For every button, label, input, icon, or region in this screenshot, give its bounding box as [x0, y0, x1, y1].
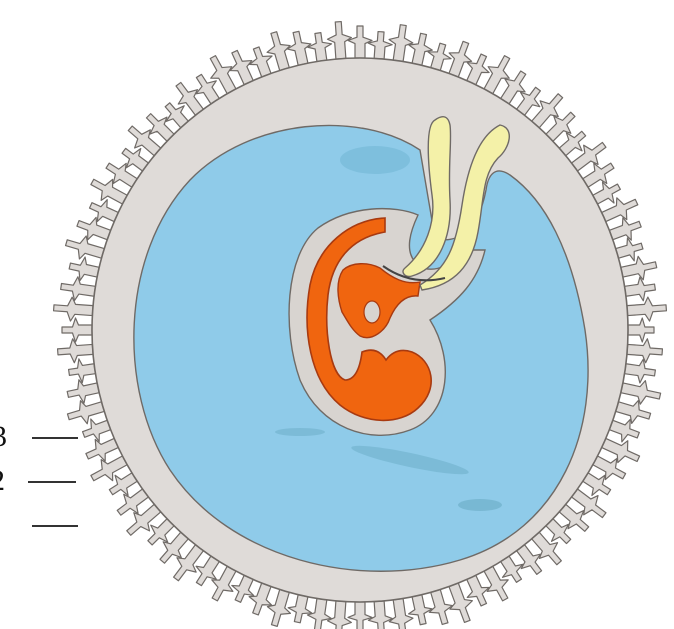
chorionic-villus	[327, 601, 351, 629]
chorionic-villus	[409, 33, 432, 65]
chorionic-villus	[602, 198, 638, 222]
label-middle: 2	[0, 466, 5, 496]
chorionic-villus	[409, 595, 432, 625]
chorionic-villus	[616, 400, 651, 423]
label-upper: 3	[0, 422, 7, 452]
chorionic-villus	[449, 583, 472, 622]
chorionic-villus	[583, 163, 614, 187]
chorionic-villus	[517, 545, 542, 575]
chorionic-villus	[90, 200, 119, 222]
chorionic-villus	[267, 32, 290, 71]
chorionic-villus	[368, 601, 392, 629]
chorionic-villus	[348, 602, 372, 629]
chorionic-villus	[429, 590, 452, 625]
chorionic-villus	[484, 56, 510, 94]
chorionic-villus	[66, 236, 105, 259]
chorionic-villus	[389, 25, 413, 62]
chorionic-villus	[212, 566, 236, 601]
chorionic-villus	[86, 438, 118, 461]
chorionic-villus	[91, 456, 127, 481]
chorionic-villus	[449, 41, 472, 77]
chorionic-villus	[628, 318, 654, 342]
chorionic-villus	[621, 381, 661, 404]
chorionic-villus	[368, 32, 392, 60]
chorionic-villus	[602, 438, 640, 462]
chorionic-villus	[348, 26, 372, 58]
chorionic-villus	[210, 56, 236, 94]
chorionic-villus	[625, 277, 656, 301]
chorionic-villus	[67, 380, 99, 403]
chorionic-villus	[54, 297, 93, 321]
chorionic-villus	[287, 31, 310, 65]
chorionic-villus	[77, 217, 111, 239]
chorionic-villus	[428, 43, 451, 70]
chorionic-villus	[484, 566, 508, 601]
chorionic-villus	[308, 33, 332, 62]
chorionic-villus	[117, 489, 148, 515]
chorionic-villus	[69, 359, 96, 383]
chorionic-villus	[625, 359, 656, 383]
embryo-inner-cavity	[364, 301, 380, 323]
chorionic-villus	[621, 256, 657, 279]
chorionic-villus	[467, 54, 489, 85]
chorionic-villus	[69, 257, 99, 280]
chorionic-villus	[307, 599, 331, 629]
chorionic-villus	[91, 179, 127, 204]
chorionic-villus	[62, 318, 92, 342]
chorionic-villus	[230, 50, 253, 84]
chorionic-villus	[288, 595, 311, 623]
chorionic-villus	[609, 419, 639, 441]
chorionic-villus	[249, 583, 271, 615]
chorionic-villus	[267, 590, 290, 627]
chorionic-villus	[627, 297, 666, 321]
chorionic-villus	[609, 218, 641, 240]
chorionic-villus	[67, 401, 104, 424]
chorionic-villus	[627, 339, 662, 363]
chorionic-villus	[61, 277, 96, 301]
